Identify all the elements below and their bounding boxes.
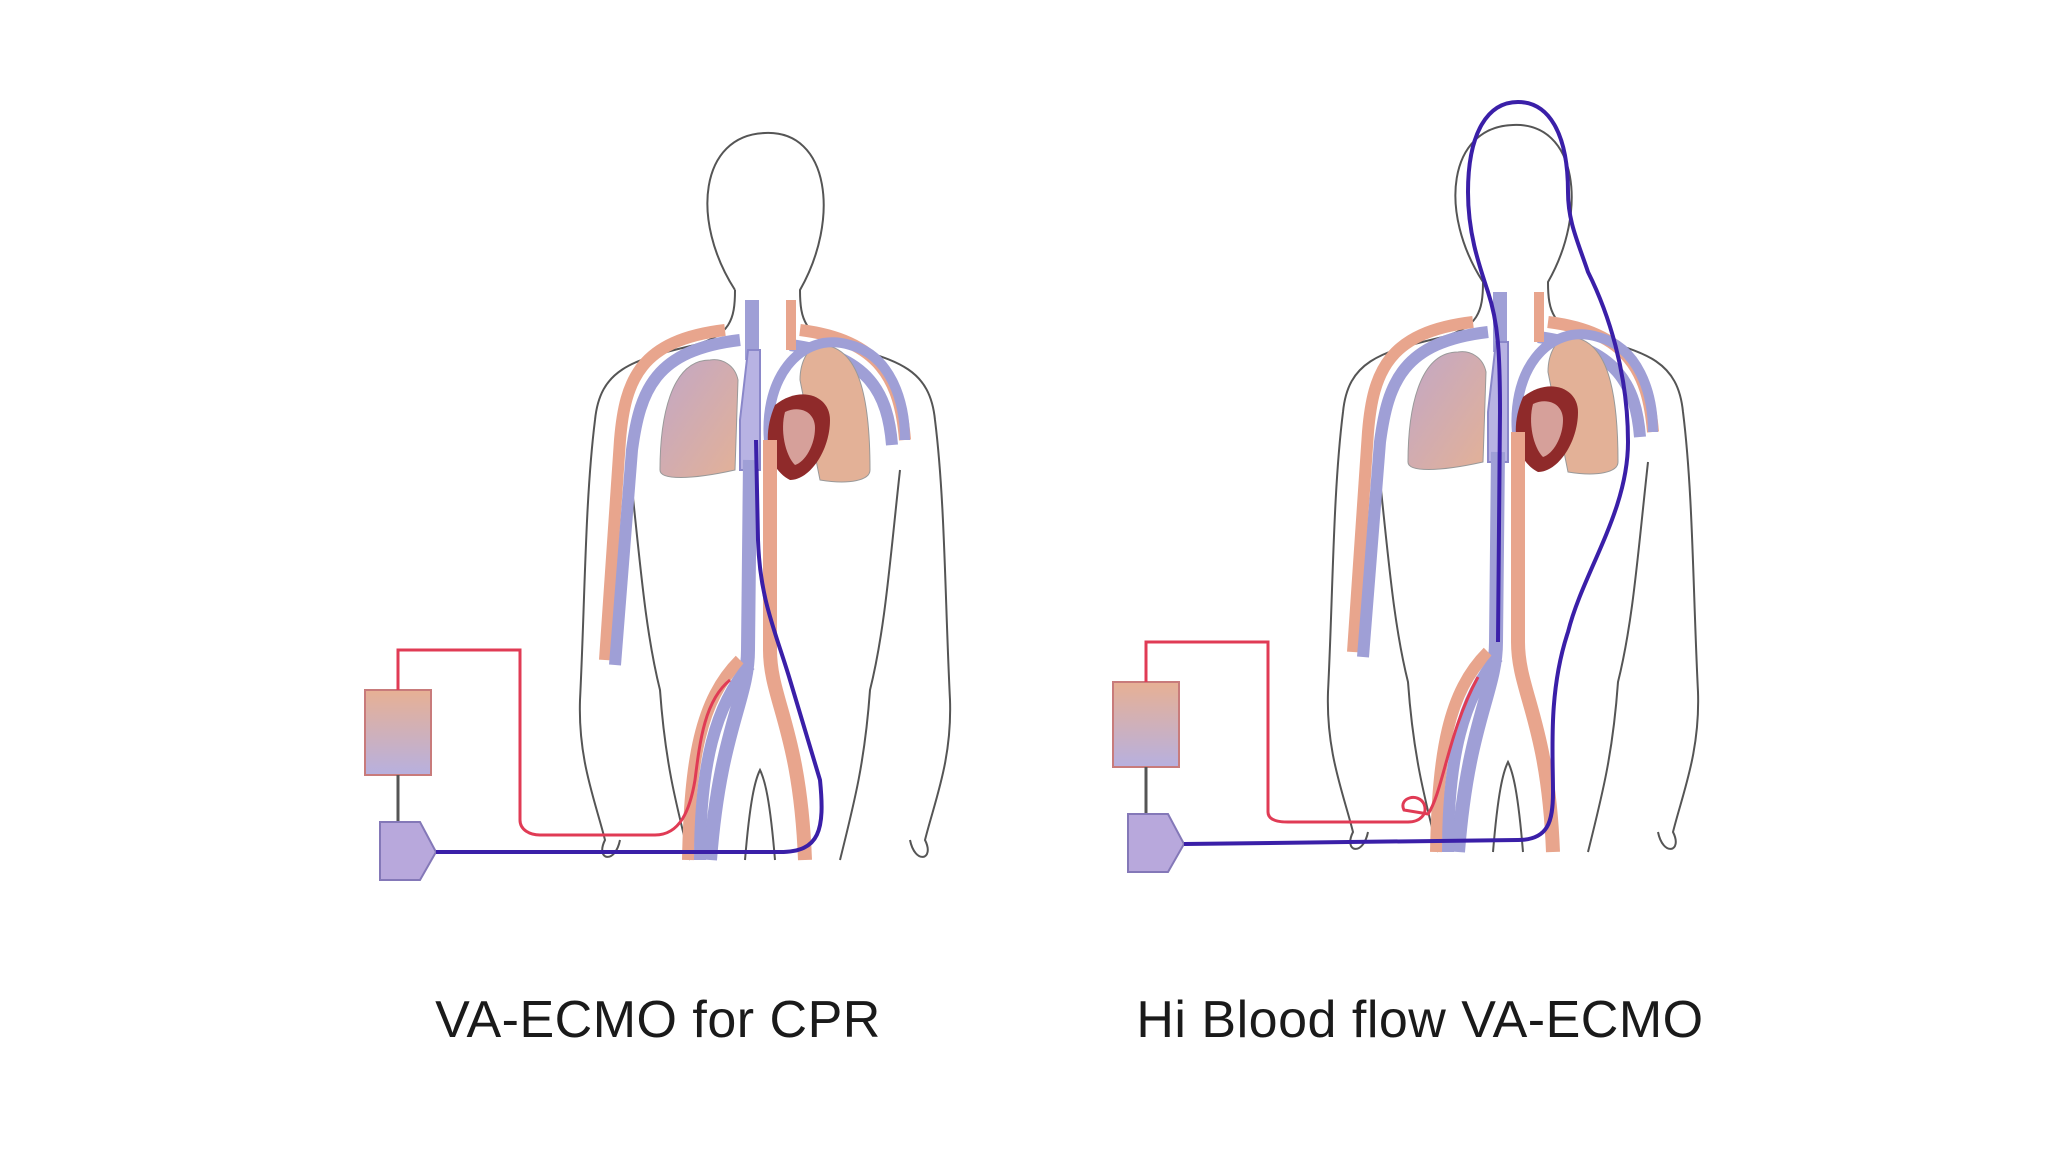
panel-right xyxy=(1111,99,1698,874)
panel-left xyxy=(363,133,950,882)
return-cannula-right xyxy=(1144,640,1480,824)
drainage-cannula-left xyxy=(436,439,824,854)
return-cannula-left xyxy=(396,648,731,837)
drainage-cannula-right xyxy=(1183,99,1631,846)
caption-hi-blood-flow: Hi Blood flow VA-ECMO xyxy=(1136,991,1704,1049)
caption-va-ecmo-cpr: VA-ECMO for CPR xyxy=(435,991,881,1049)
